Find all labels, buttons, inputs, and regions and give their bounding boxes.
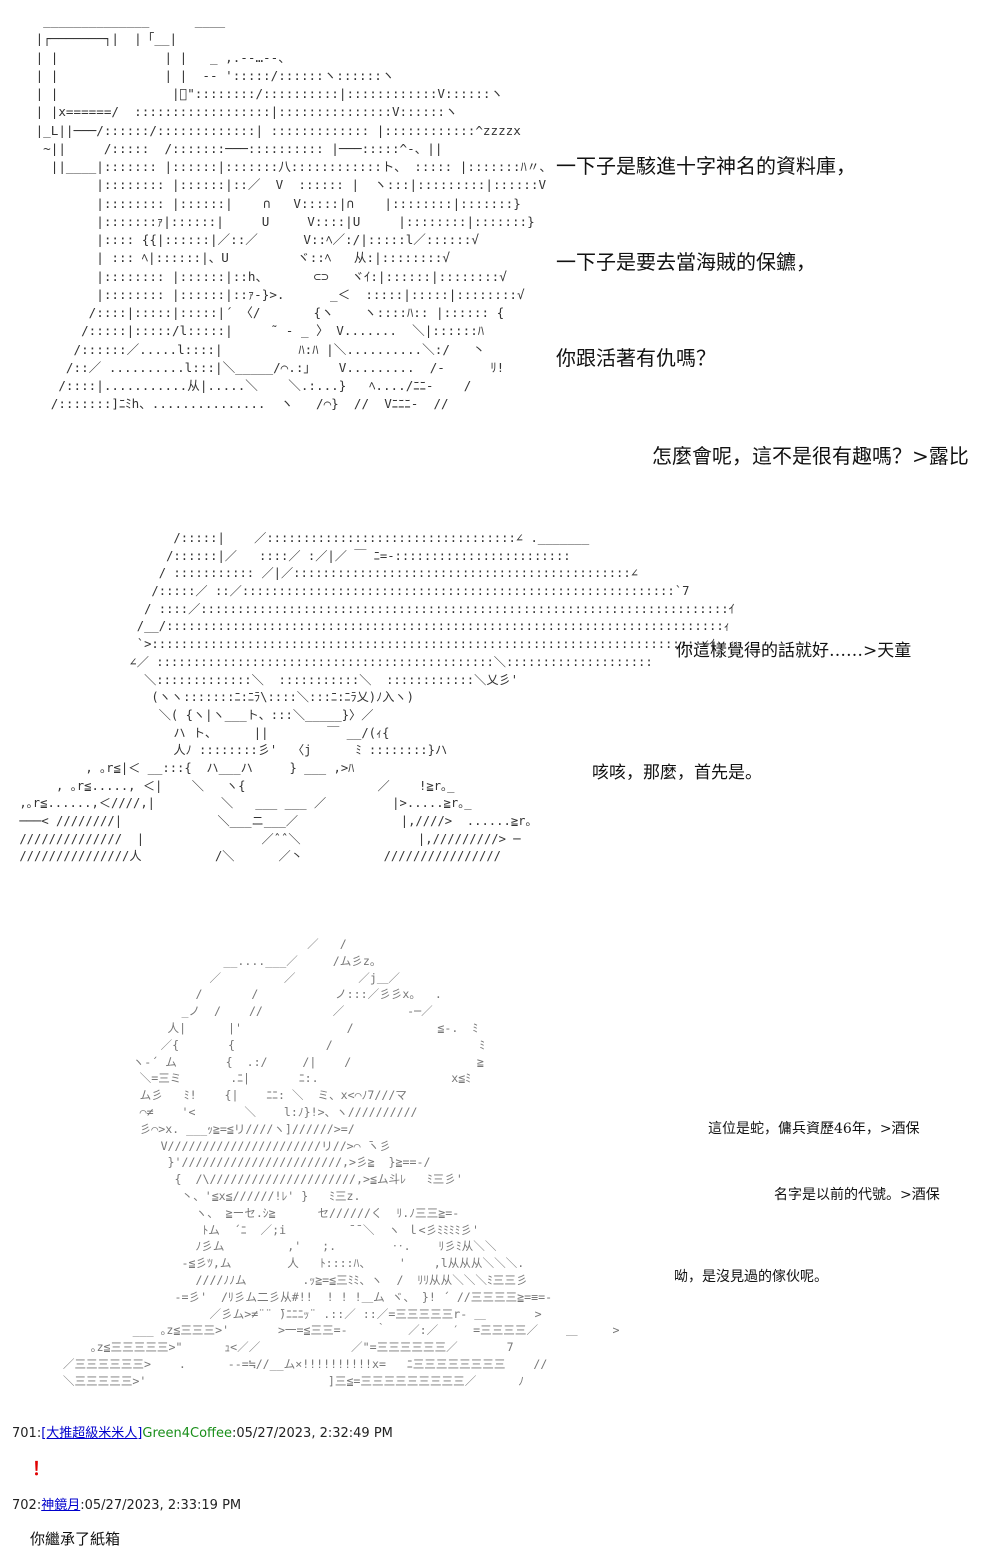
dialogue-line-4: 怎麼會呢，這不是很有趣嗎？>露比	[652, 444, 969, 468]
panel-2: /:::::| ／:::::::::::::::::::::::::::::::…	[0, 520, 1000, 930]
ascii-art-tendou: /:::::| ／:::::::::::::::::::::::::::::::…	[19, 531, 735, 864]
ascii-art-snake: ／ / __....___／ /ム彡z。 ／ ／ ／j＿／ / / ノ:::／彡…	[62, 937, 620, 1388]
post-datetime: 05/27/2023, 2:33:19 PM	[84, 1498, 242, 1513]
post-number: 702	[12, 1498, 37, 1513]
post-header-702: 702:神鏡月:05/27/2023, 2:33:19 PM	[12, 1498, 242, 1513]
post-datetime: 05/27/2023, 2:32:49 PM	[236, 1426, 393, 1441]
dialogue-line-5: 你這樣覺得的話就好……>天童	[676, 641, 912, 661]
dialogue-line-8: 名字是以前的代號。>酒保	[774, 1187, 940, 1203]
panel-3: ／ / __....___／ /ム彡z。 ／ ／ ／j＿／ / / ノ:::／彡…	[0, 930, 1000, 1400]
post-body-702: 你繼承了紙箱	[30, 1530, 121, 1548]
ascii-art-ruby: ______________ ____ |┌───────┐| |「__| | …	[35, 13, 552, 412]
post-number: 701	[12, 1426, 37, 1441]
dialogue-line-3: 你跟活著有仇嗎？	[556, 346, 716, 370]
post-header-701: 701:[大推超級米米人]Green4Coffee:05/27/2023, 2:…	[12, 1426, 393, 1441]
panel-1: ______________ ____ |┌───────┐| |「__| | …	[0, 0, 1000, 520]
post-body-701: ！	[32, 1459, 50, 1480]
dialogue-line-6: 咳咳，那麼，首先是。	[592, 763, 762, 783]
poster-name-link[interactable]: [大推超級米米人]	[41, 1426, 143, 1441]
dialogue-line-9: 呦，是沒見過的傢伙呢。	[674, 1269, 828, 1285]
dialogue-line-7: 這位是蛇，傭兵資歷46年，>酒保	[708, 1121, 920, 1137]
poster-name-link[interactable]: 神鏡月	[41, 1498, 81, 1513]
poster-trip: Green4Coffee	[142, 1426, 232, 1441]
dialogue-line-2: 一下子是要去當海賊的保鑣，	[556, 250, 816, 274]
dialogue-line-1: 一下子是駭進十字神名的資料庫，	[556, 154, 856, 178]
